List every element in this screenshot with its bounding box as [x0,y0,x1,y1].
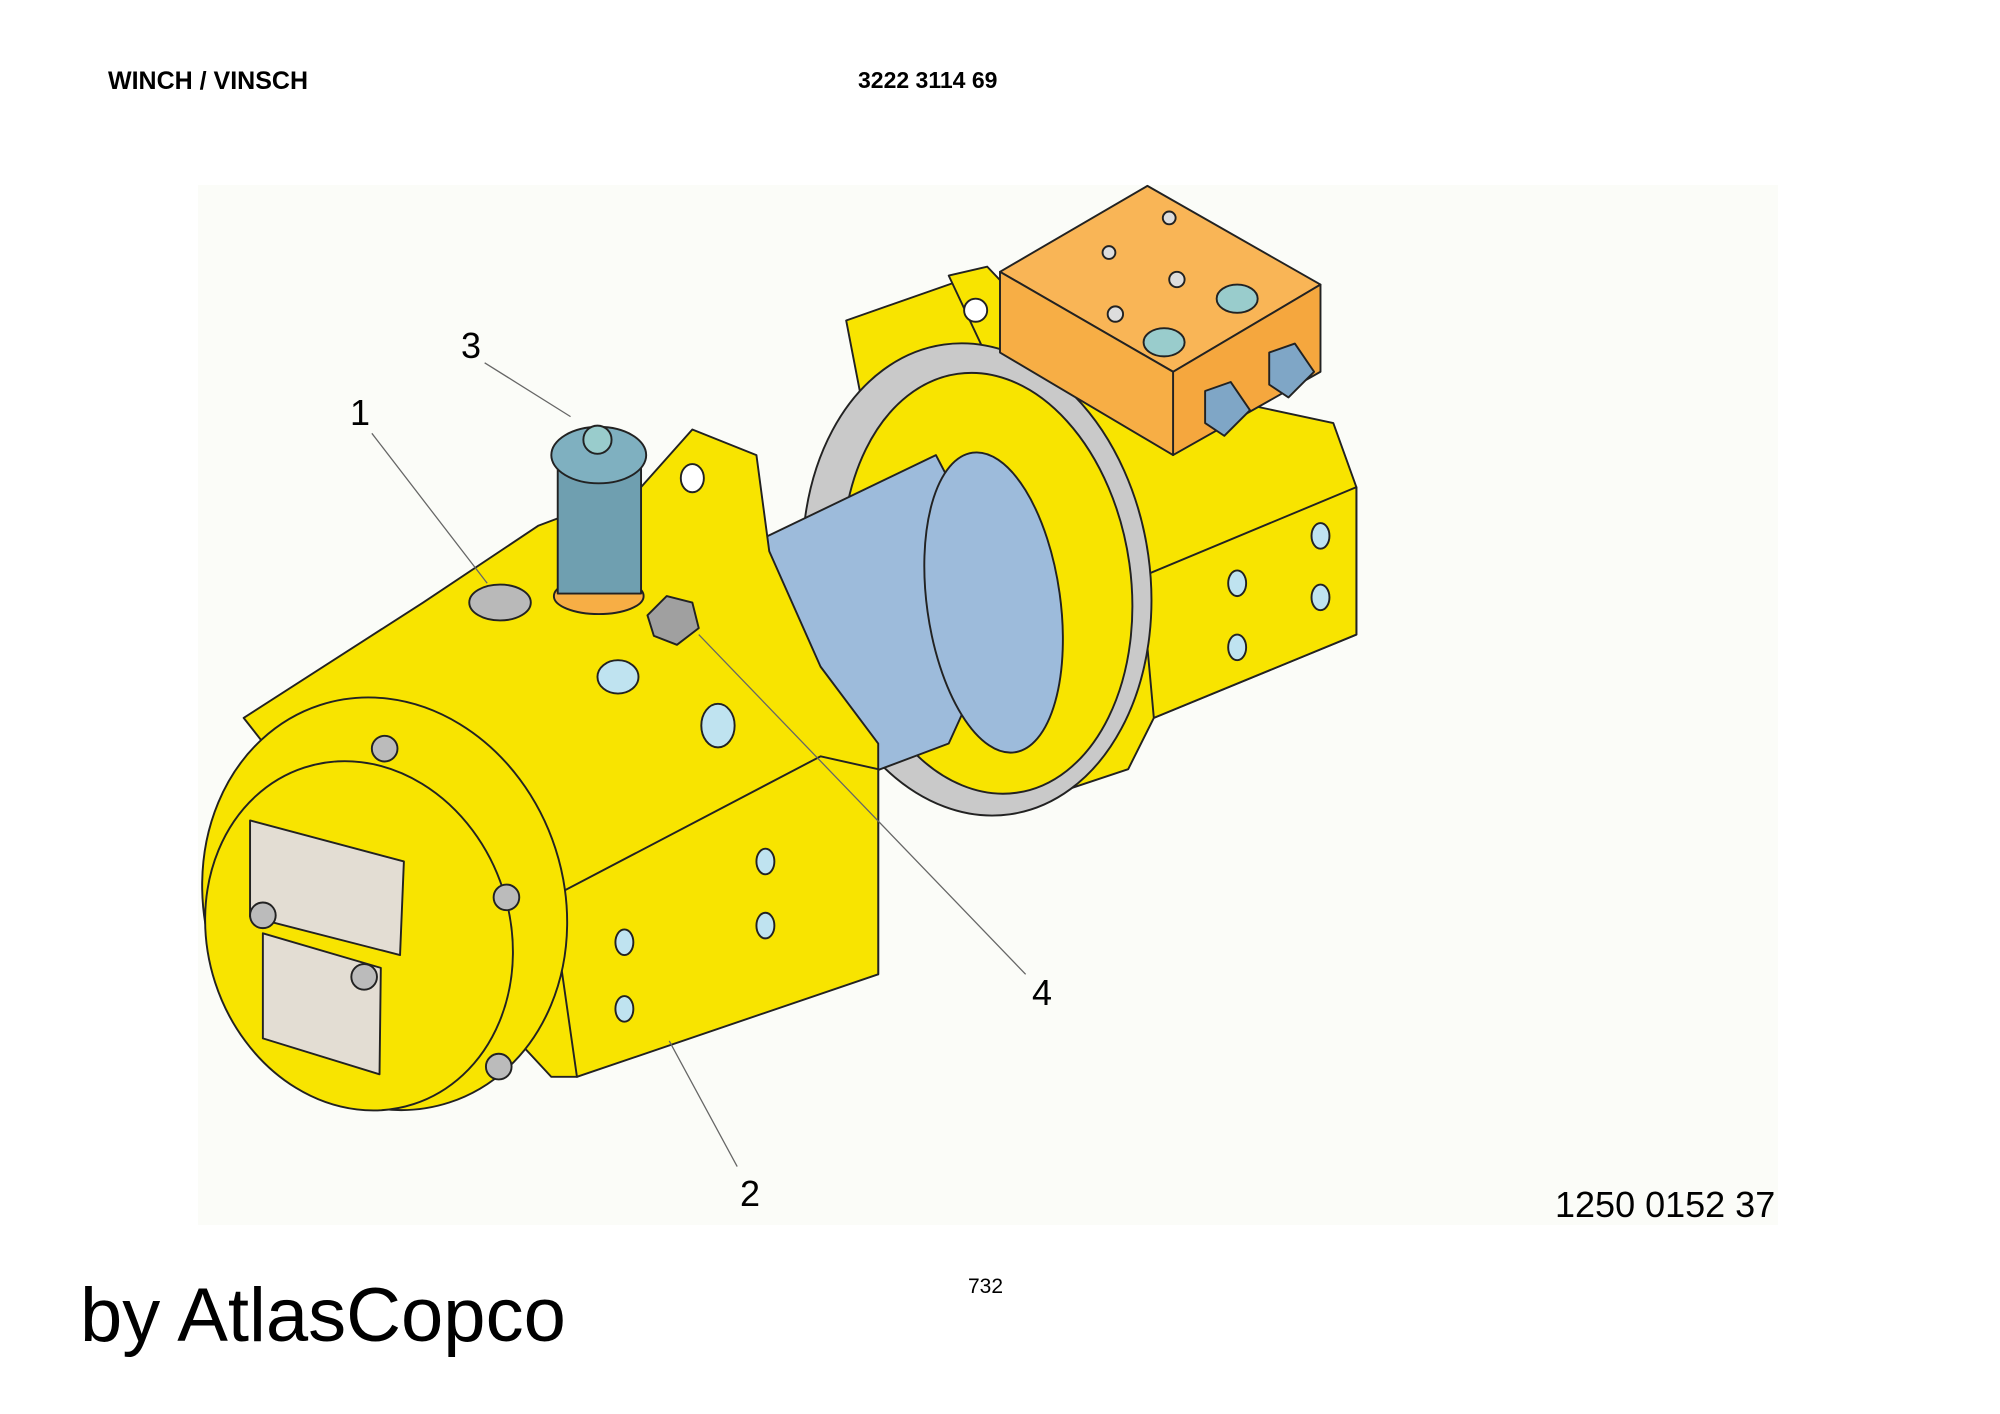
callout-4: 4 [1032,972,1053,1013]
leader-lines [371,362,1027,1167]
brand-text: by AtlasCopco [80,1273,566,1358]
page-number: 732 [968,1275,1004,1298]
figure-number: 1250 0152 37 [1555,1184,1776,1225]
callout-1: 1 [350,392,371,433]
valve-block [999,184,1322,457]
document-title: WINCH / VINSCH [108,67,308,95]
knob [550,424,648,616]
callout-2: 2 [740,1173,761,1214]
part-number: 3222 3114 69 [858,67,998,93]
callout-3: 3 [461,325,482,366]
front-cover [201,696,569,1112]
